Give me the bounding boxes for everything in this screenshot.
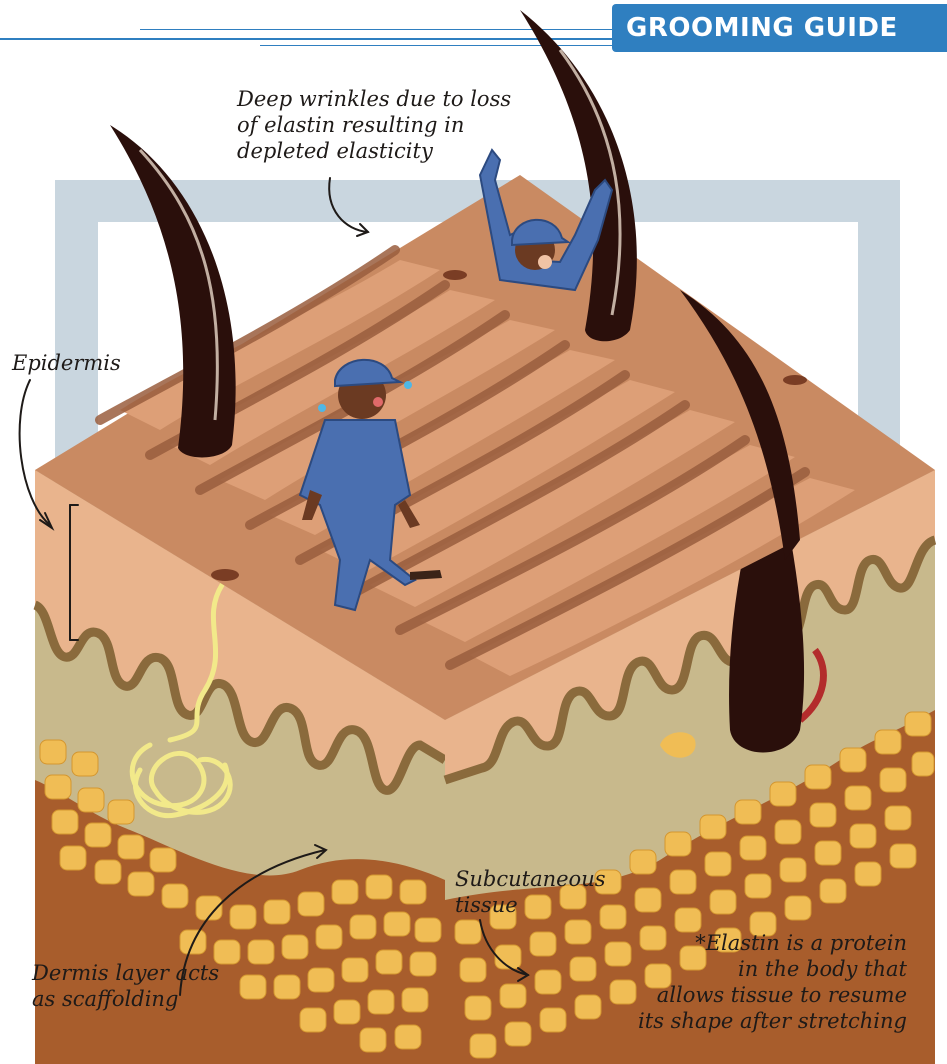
elastin-line-2: in the body that	[638, 956, 907, 982]
wrinkles-line-2: of elastin resulting in	[237, 112, 511, 138]
wrinkles-line-3: depleted elasticity	[237, 138, 511, 164]
subcutaneous-line-1: Subcutaneous	[455, 866, 606, 892]
dermis-annotation: Dermis layer acts as scaffolding	[32, 960, 219, 1012]
elastin-line-1: *Elastin is a protein	[638, 930, 907, 956]
elastin-line-3: allows tissue to resume	[638, 982, 907, 1008]
dermis-line-2: as scaffolding	[32, 986, 219, 1012]
elastin-line-4: its shape after stretching	[638, 1008, 907, 1034]
dermis-line-1: Dermis layer acts	[32, 960, 219, 986]
wrinkles-annotation: Deep wrinkles due to loss of elastin res…	[237, 86, 511, 164]
epidermis-label: Epidermis	[12, 350, 121, 376]
elastin-footnote: *Elastin is a protein in the body that a…	[638, 930, 907, 1034]
subcutaneous-annotation: Subcutaneous tissue	[455, 866, 606, 918]
wrinkles-line-1: Deep wrinkles due to loss	[237, 86, 511, 112]
subcutaneous-line-2: tissue	[455, 892, 606, 918]
